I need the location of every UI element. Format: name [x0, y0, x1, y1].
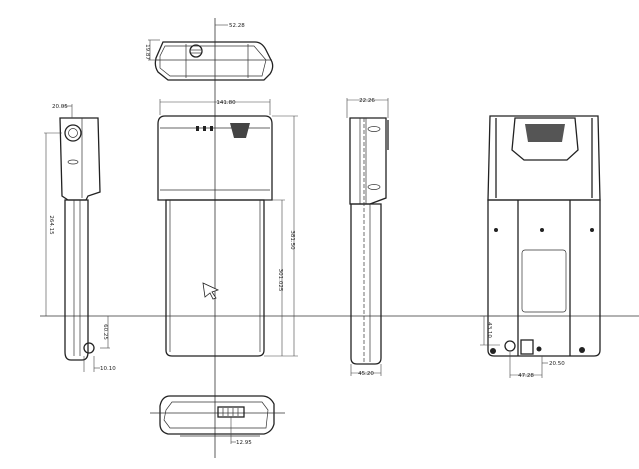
led-icon [203, 126, 206, 131]
right-side-view: 22.26 45.20 [346, 98, 389, 377]
dim-front-lower-height: 301.025 [277, 269, 283, 292]
connector-icon [64, 124, 82, 142]
dim-right-bottom-width: 45.20 [358, 371, 374, 377]
dim-back-offset: 20.50 [549, 361, 565, 367]
dim-top-offset: 52.28 [229, 23, 245, 29]
dim-side-top-offset: 20.05 [52, 104, 68, 110]
dim-front-overall-height: 381.50 [289, 230, 295, 250]
dim-overall-width: 141.80 [216, 100, 236, 106]
dim-side-length: 264.15 [48, 215, 54, 235]
back-view: 43.10 20.50 47.28 [480, 115, 601, 379]
dim-back-width: 47.28 [518, 373, 534, 379]
led-icon [210, 126, 213, 131]
dim-top-height: 19.87 [144, 44, 150, 60]
led-icon [196, 126, 199, 131]
front-view: 141.80 381.50 301.025 [157, 99, 298, 357]
dim-back-height: 43.10 [486, 322, 492, 338]
cursor-icon [202, 282, 220, 300]
dim-bottom-offset: 12.95 [236, 440, 252, 446]
left-side-view: 20.05 264.15 60.25 10.10 [44, 104, 116, 372]
bottom-view: 12.95 [150, 395, 285, 446]
bolt-icon [83, 342, 95, 354]
grip-icon [230, 123, 250, 138]
top-view: 52.28 19.87 [144, 23, 274, 81]
battery-cells-icon [217, 406, 245, 418]
dim-side-bottom: 60.25 [102, 324, 108, 340]
dim-right-width: 22.26 [359, 98, 375, 104]
dim-side-hole: 10.10 [100, 366, 116, 372]
charge-port-icon [520, 339, 534, 355]
button-icon [189, 44, 203, 58]
handle-icon [511, 117, 579, 161]
